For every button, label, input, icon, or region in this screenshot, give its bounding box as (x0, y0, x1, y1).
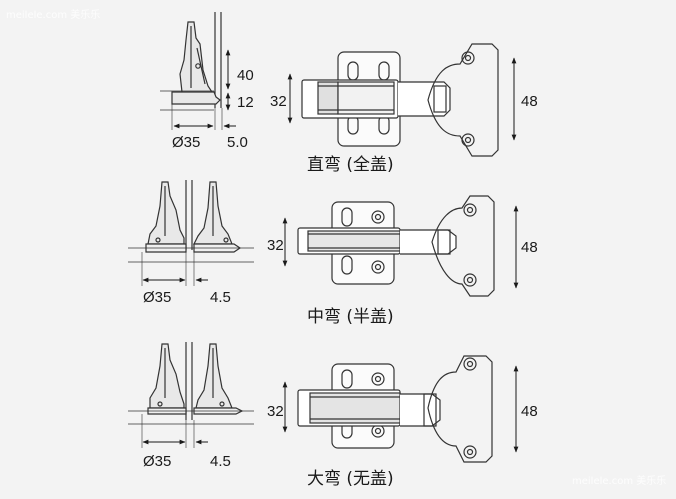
dim-label-offset-1: 5.0 (227, 134, 248, 151)
dim-label-12: 12 (237, 94, 254, 111)
dim-label-40: 40 (237, 67, 254, 84)
section-inset: Ø35 4.5 32 48 大弯 (无盖) (128, 342, 538, 489)
section-full-overlay: 40 12 Ø35 5.0 32 48 直弯 (全盖) (160, 12, 538, 175)
dim-label-32-3: 32 (267, 403, 284, 420)
caption-half-overlay: 中弯 (半盖) (307, 307, 394, 327)
section-half-overlay: Ø35 4.5 32 48 中弯 (半盖) (128, 180, 538, 327)
dim-label-32-1: 32 (270, 93, 287, 110)
plate-view-inset (297, 355, 493, 463)
dim-label-offset-2: 4.5 (210, 289, 231, 306)
plate-view-half-overlay (297, 195, 495, 297)
side-view-half-overlay (128, 180, 254, 286)
caption-full-overlay: 直弯 (全盖) (307, 155, 394, 175)
dim-label-bore-1: Ø35 (172, 134, 200, 151)
plate-view-full-overlay (301, 43, 499, 157)
watermark-top: meilele.com 美乐乐 (6, 8, 100, 21)
dim-label-48-3: 48 (521, 403, 538, 420)
side-view-inset (128, 342, 254, 448)
dim-label-bore-3: Ø35 (143, 453, 171, 470)
dim-label-bore-2: Ø35 (143, 289, 171, 306)
watermark-bottom: meilele.com 美乐乐 (572, 474, 666, 487)
dim-label-32-2: 32 (267, 237, 284, 254)
dim-label-48-2: 48 (521, 239, 538, 256)
caption-inset: 大弯 (无盖) (307, 469, 394, 489)
dim-label-offset-3: 4.5 (210, 453, 231, 470)
side-view-full-overlay (160, 12, 223, 130)
dim-label-48-1: 48 (521, 93, 538, 110)
